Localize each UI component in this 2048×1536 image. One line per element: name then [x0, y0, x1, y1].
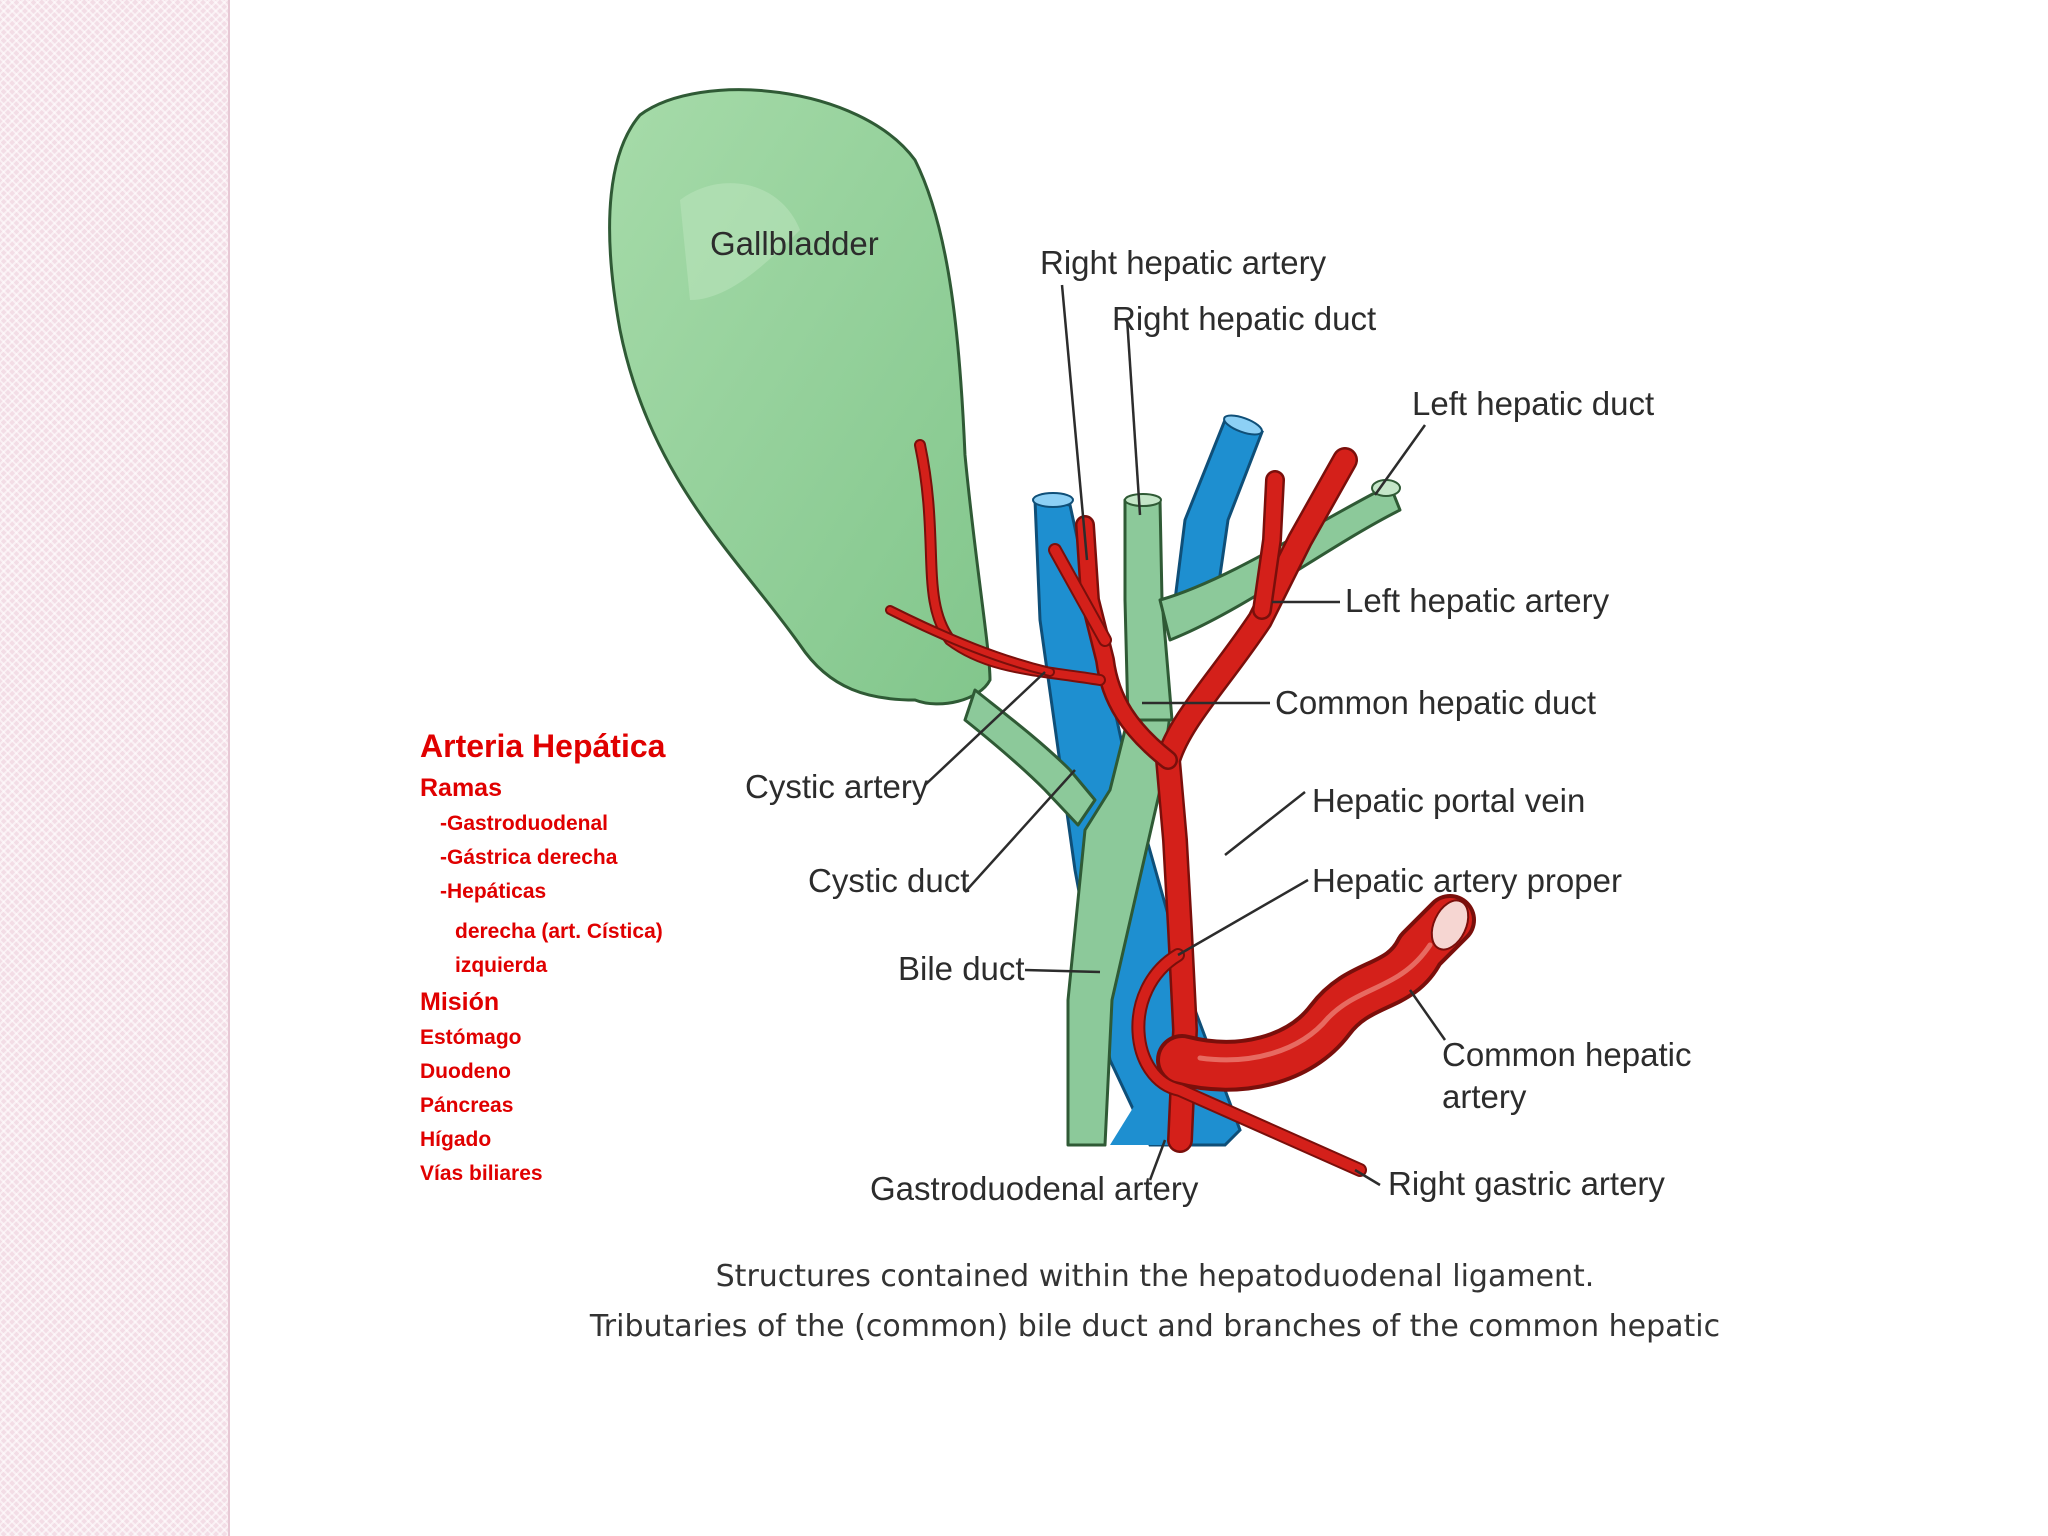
hepaticas-sub-item: izquierda [455, 954, 548, 977]
label-common-hepatic-artery: Common hepatic [1442, 1036, 1691, 1073]
figure-caption: Structures contained within the hepatodu… [530, 1252, 1780, 1352]
label-bile-duct: Bile duct [898, 950, 1025, 987]
common-hepatic-artery-cut-end [1430, 899, 1470, 951]
label-right-hepatic-duct: Right hepatic duct [1112, 300, 1376, 337]
label-common-hepatic-duct: Common hepatic duct [1275, 684, 1596, 721]
mision-item: Páncreas [420, 1094, 514, 1117]
label-common-hepatic-artery-line2: artery [1442, 1078, 1527, 1115]
notes-panel: Arteria Hepática Ramas -Gastroduodenal -… [420, 723, 840, 1191]
caption-line-1: Structures contained within the hepatodu… [715, 1259, 1595, 1294]
gallbladder [608, 88, 992, 706]
label-gallbladder: Gallbladder [710, 225, 879, 262]
caption-line-2: Tributaries of the (common) bile duct an… [589, 1309, 1721, 1344]
decorative-sidebar [0, 0, 228, 1536]
label-gastroduodenal-artery: Gastroduodenal artery [870, 1170, 1199, 1207]
ramas-heading: Ramas [420, 774, 502, 802]
label-cystic-duct: Cystic duct [808, 862, 969, 899]
mision-heading: Misión [420, 988, 500, 1016]
rama-item: -Hepáticas [440, 880, 547, 903]
hepaticas-sub-item: derecha (art. Cística) [455, 920, 663, 943]
mision-item: Vías biliares [420, 1162, 543, 1185]
label-hepatic-artery-proper: Hepatic artery proper [1312, 862, 1622, 899]
notes-title: Arteria Hepática [420, 728, 666, 764]
mision-item: Estómago [420, 1026, 522, 1049]
leader-lines [924, 284, 1447, 1187]
right-hepatic-duct-end [1124, 493, 1162, 507]
sidebar-divider [228, 0, 230, 1536]
label-cystic-artery: Cystic artery [745, 768, 929, 805]
rama-item: -Gastroduodenal [440, 812, 609, 835]
label-left-hepatic-artery: Left hepatic artery [1345, 582, 1610, 619]
label-hepatic-portal-vein: Hepatic portal vein [1312, 782, 1585, 819]
label-left-hepatic-duct: Left hepatic duct [1412, 385, 1654, 422]
rama-item: -Gástrica derecha [440, 846, 618, 869]
mision-item: Hígado [420, 1128, 492, 1151]
label-right-hepatic-artery: Right hepatic artery [1040, 244, 1327, 281]
hepatic-arteries [885, 439, 1476, 1177]
mision-item: Duodeno [420, 1060, 511, 1083]
label-right-gastric-artery: Right gastric artery [1388, 1165, 1665, 1202]
